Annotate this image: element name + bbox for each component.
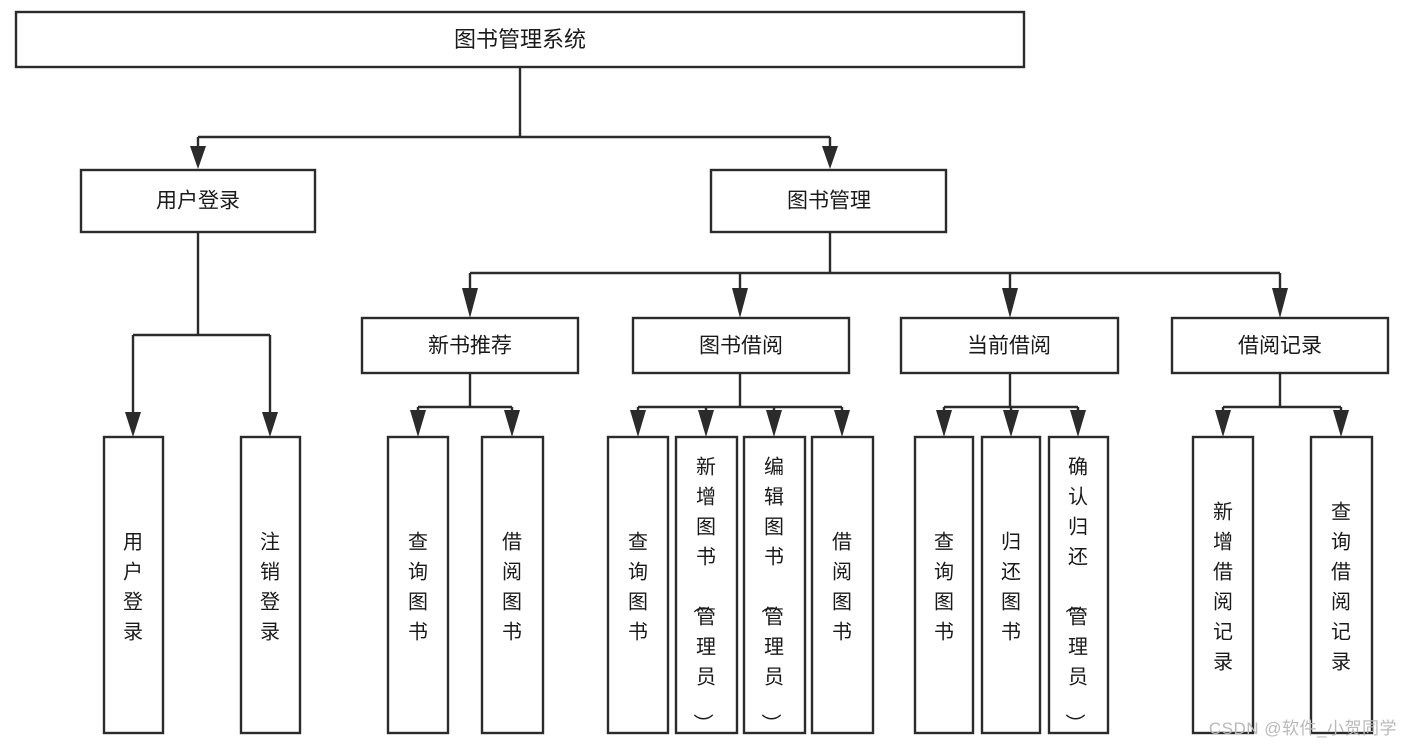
node-current-borrow-label: 当前借阅 — [967, 335, 1051, 358]
arrow-head-leaf-13 — [1333, 410, 1349, 437]
node-leaf-7[interactable]: 编辑图书（管理员） — [742, 435, 807, 735]
node-leaf-9-label: 查询图书 — [934, 530, 954, 643]
node-current-borrow-box[interactable] — [899, 316, 1120, 375]
node-user-login-box[interactable] — [79, 168, 317, 234]
node-leaf-13-box[interactable] — [1309, 435, 1374, 735]
node-borrow-record[interactable]: 借阅记录 — [1170, 316, 1390, 375]
arrow-head-leaf-2 — [262, 412, 278, 437]
arrow-head-leaf-5 — [630, 410, 646, 437]
node-leaf-11-label: 确认归还（管理员） — [1063, 455, 1088, 733]
node-leaf-11[interactable]: 确认归还（管理员） — [1047, 435, 1110, 735]
node-root[interactable]: 图书管理系统 — [14, 10, 1026, 69]
node-user-login-label: 用户登录 — [156, 190, 240, 213]
node-leaf-5-label: 查询图书 — [628, 530, 648, 643]
node-new-book-recommend-box[interactable] — [360, 316, 580, 375]
node-root-box[interactable] — [14, 10, 1026, 69]
node-leaf-6-box[interactable] — [674, 435, 739, 735]
arrow-head-borrow-record — [1272, 288, 1288, 318]
node-leaf-1-label: 用户登录 — [123, 531, 143, 643]
node-leaf-10-label: 归还图书 — [1001, 530, 1021, 643]
node-new-book-recommend[interactable]: 新书推荐 — [360, 316, 580, 375]
node-leaf-1-box[interactable] — [102, 435, 165, 735]
node-root-label: 图书管理系统 — [454, 27, 586, 52]
node-leaf-12[interactable]: 新增借阅记录 — [1191, 435, 1255, 735]
node-leaf-4-box[interactable] — [480, 435, 545, 735]
node-current-borrow[interactable]: 当前借阅 — [899, 316, 1120, 375]
node-borrow-record-label: 借阅记录 — [1238, 335, 1322, 358]
node-book-borrow-box[interactable] — [631, 316, 851, 375]
node-leaf-4[interactable]: 借阅图书 — [480, 435, 545, 735]
node-leaf-1[interactable]: 用户登录 — [102, 435, 165, 735]
node-leaf-7-box[interactable] — [742, 435, 807, 735]
node-leaf-11-box[interactable] — [1047, 435, 1110, 735]
connector-layer — [125, 67, 1349, 437]
arrow-head-new-book-recommend — [462, 288, 478, 318]
leaf-layer: 用户登录 注销登录 查询图书 借阅图书 查询图书 新增图书（管理员） 编辑图书（… — [102, 435, 1374, 735]
arrow-head-leaf-9 — [936, 410, 952, 437]
node-leaf-3[interactable]: 查询图书 — [386, 435, 450, 735]
node-borrow-record-box[interactable] — [1170, 316, 1390, 375]
arrow-head-leaf-1 — [125, 412, 141, 437]
node-leaf-5[interactable]: 查询图书 — [606, 435, 670, 735]
node-leaf-6[interactable]: 新增图书（管理员） — [674, 435, 739, 735]
node-leaf-2[interactable]: 注销登录 — [239, 435, 302, 735]
node-leaf-8-label: 借阅图书 — [832, 530, 852, 643]
node-leaf-8[interactable]: 借阅图书 — [810, 435, 875, 735]
node-leaf-4-label: 借阅图书 — [502, 530, 522, 643]
node-leaf-6-label: 新增图书（管理员） — [691, 455, 716, 733]
node-leaf-12-label: 新增借阅记录 — [1213, 500, 1233, 673]
node-leaf-10-box[interactable] — [980, 435, 1042, 735]
node-leaf-12-box[interactable] — [1191, 435, 1255, 735]
node-leaf-2-label: 注销登录 — [260, 530, 280, 643]
node-book-borrow-label: 图书借阅 — [699, 335, 783, 358]
arrow-head-leaf-4 — [504, 410, 520, 437]
node-book-manage-label: 图书管理 — [787, 190, 871, 213]
node-leaf-2-box[interactable] — [239, 435, 302, 735]
node-new-book-recommend-label: 新书推荐 — [428, 335, 512, 358]
node-leaf-13-label: 查询借阅记录 — [1331, 500, 1351, 673]
node-leaf-9-box[interactable] — [913, 435, 975, 735]
node-leaf-8-box[interactable] — [810, 435, 875, 735]
arrow-head-leaf-3 — [410, 410, 426, 437]
arrow-head-book-borrow — [732, 288, 748, 318]
node-user-login[interactable]: 用户登录 — [79, 168, 317, 234]
node-book-borrow[interactable]: 图书借阅 — [631, 316, 851, 375]
arrow-head-leaf-11 — [1070, 410, 1086, 437]
arrow-head-leaf-10 — [1003, 410, 1019, 437]
node-book-manage-box[interactable] — [709, 168, 948, 234]
node-leaf-7-label: 编辑图书（管理员） — [759, 455, 784, 733]
arrow-head-current-borrow — [1002, 288, 1018, 318]
node-leaf-13[interactable]: 查询借阅记录 — [1309, 435, 1374, 735]
node-leaf-3-label: 查询图书 — [408, 530, 428, 643]
arrow-head-book-manage — [822, 146, 838, 169]
node-leaf-5-box[interactable] — [606, 435, 670, 735]
node-leaf-9[interactable]: 查询图书 — [913, 435, 975, 735]
arrow-head-leaf-8 — [834, 410, 850, 437]
node-book-manage[interactable]: 图书管理 — [709, 168, 948, 234]
node-leaf-3-box[interactable] — [386, 435, 450, 735]
node-leaf-10[interactable]: 归还图书 — [980, 435, 1042, 735]
arrow-head-user-login — [190, 146, 206, 169]
arrow-head-leaf-6 — [698, 410, 714, 437]
arrow-head-leaf-12 — [1215, 410, 1231, 437]
arrow-head-leaf-7 — [766, 410, 782, 437]
